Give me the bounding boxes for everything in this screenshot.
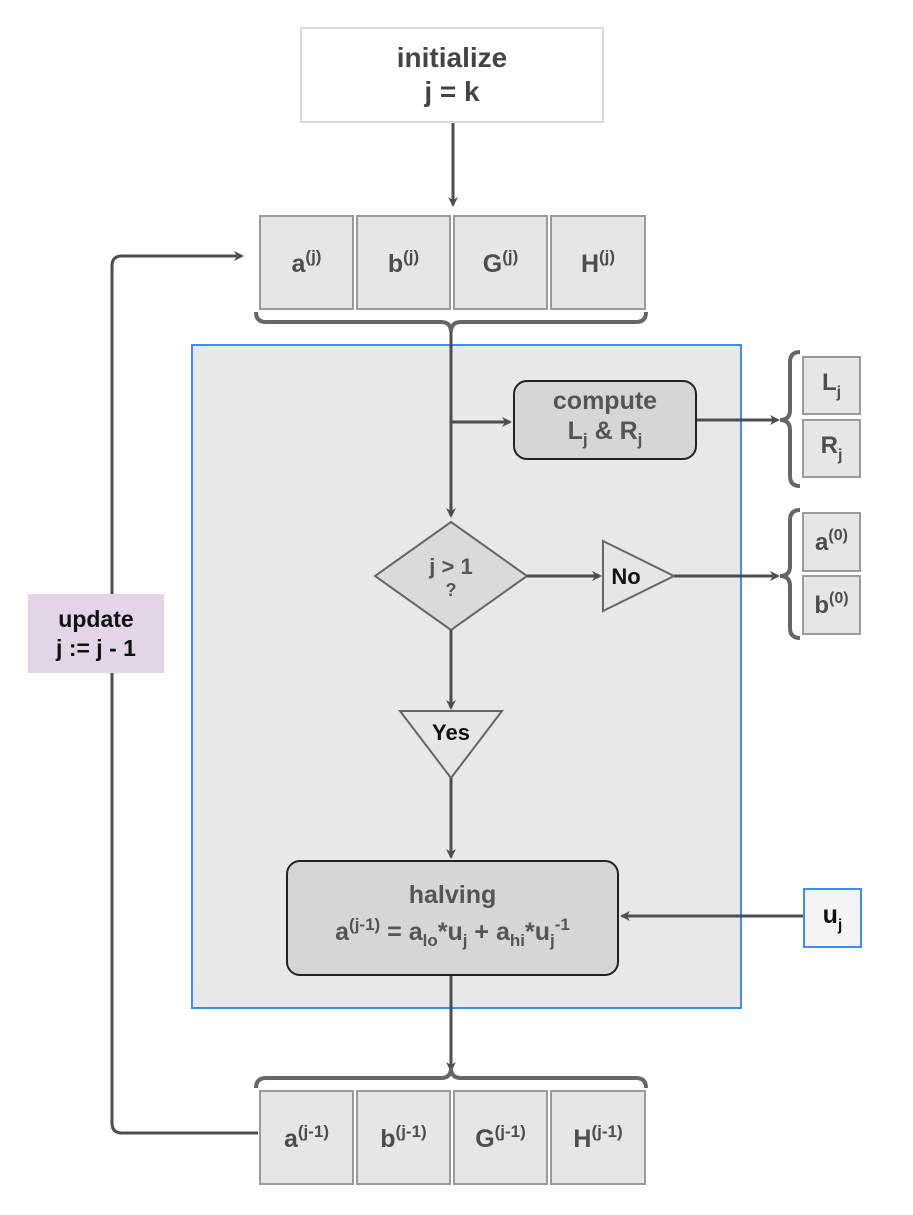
- ab0-brace: [779, 508, 801, 640]
- cell-base: G: [482, 249, 503, 278]
- decision-question: ?: [445, 580, 457, 600]
- cell-sup: (j): [502, 246, 519, 266]
- output-cell-r: Rj: [802, 419, 861, 478]
- lr-brace: [779, 350, 801, 488]
- decision-condition: j > 1: [429, 554, 473, 579]
- cell-base: b: [387, 249, 404, 278]
- loop-back-arrow: [110, 251, 258, 1135]
- initialize-expr: j = k: [424, 76, 480, 107]
- cell-base: H: [580, 249, 599, 278]
- output-cell-b0: b(0): [802, 575, 861, 635]
- no-label: No: [611, 564, 641, 589]
- yes-triangle: [397, 710, 505, 780]
- halving-title: halving: [408, 881, 497, 909]
- yes-label: Yes: [432, 720, 470, 745]
- state-cell-h: H(j): [550, 215, 646, 310]
- cell-sup: (j): [305, 246, 322, 266]
- next-state-cell-b: b(j-1): [356, 1090, 451, 1185]
- update-expr: j := j - 1: [56, 634, 136, 661]
- cell-sup: (j): [599, 246, 616, 266]
- input-uj: uj: [803, 888, 862, 948]
- next-state-cell-g: G(j-1): [453, 1090, 548, 1185]
- next-state-cell-h: H(j-1): [550, 1090, 646, 1185]
- halving-box: halving a(j-1) = alo*uj + ahi*uj-1: [286, 860, 619, 976]
- state-cell-b: b(j): [356, 215, 451, 310]
- compute-title: compute: [552, 386, 658, 415]
- state-cell-g: G(j): [453, 215, 548, 310]
- no-triangle: [602, 539, 677, 613]
- bottom-brace: [254, 1067, 648, 1089]
- output-cell-a0: a(0): [802, 512, 861, 572]
- compute-expr: Lj & Rj: [567, 416, 643, 449]
- update-title: update: [58, 605, 134, 632]
- state-cell-a: a(j): [259, 215, 354, 310]
- top-brace: [254, 311, 648, 333]
- output-cell-l: Lj: [802, 356, 861, 415]
- cell-base: a: [291, 249, 306, 278]
- compute-box: compute Lj & Rj: [513, 380, 697, 460]
- initialize-title: initialize: [396, 42, 508, 73]
- initialize-box: initialize j = k: [300, 27, 604, 123]
- cell-sup: (j): [403, 246, 420, 266]
- decision-text: j > 1 ?: [395, 550, 507, 604]
- halving-formula: a(j-1) = alo*uj + ahi*uj-1: [335, 915, 570, 950]
- update-box: update j := j - 1: [28, 594, 164, 673]
- next-state-cell-a: a(j-1): [259, 1090, 354, 1185]
